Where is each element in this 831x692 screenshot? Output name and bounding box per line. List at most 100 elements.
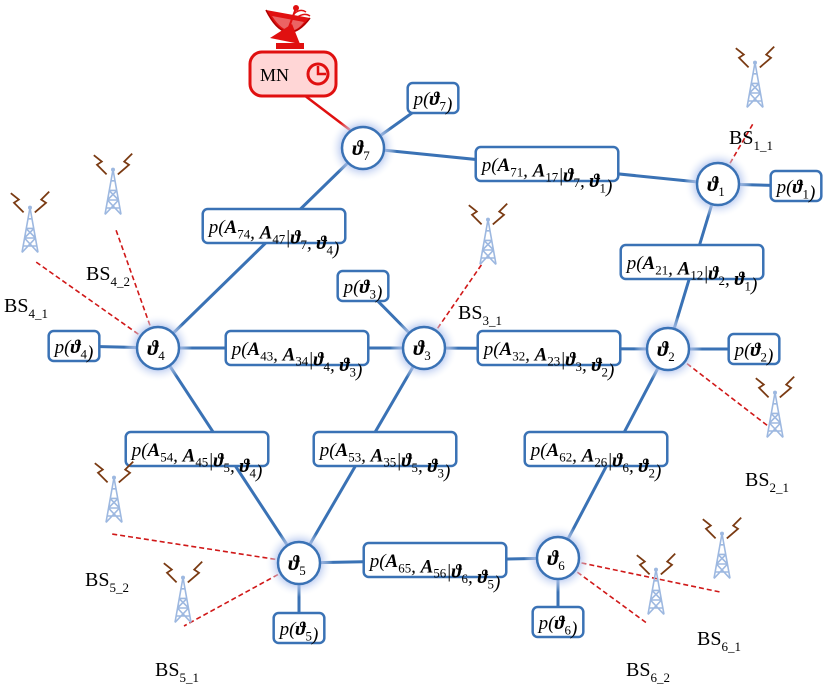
node-circle <box>135 325 181 371</box>
prior-box <box>531 605 585 639</box>
base-station-bs11: BS1_1 <box>729 45 776 153</box>
node-7: ϑ7 <box>329 114 397 182</box>
base-station-bs52: BS5_2 <box>85 460 135 595</box>
node-1: ϑ1 <box>684 150 752 218</box>
base-station-bs62: BS6_2 <box>626 552 677 685</box>
prior-box <box>47 329 101 363</box>
node-circle <box>695 161 741 207</box>
tower-icon <box>162 560 204 624</box>
prior-box <box>727 332 781 366</box>
node-3: ϑ3 <box>390 314 458 382</box>
bs-label: BS1_1 <box>729 127 773 153</box>
base-station-bs31: BS3_1 <box>458 202 509 328</box>
factor-label: p(A74, A47|ϑ7, ϑ4) <box>207 217 340 259</box>
factor-label: p(A65, A56|ϑ6, ϑ5) <box>368 551 501 593</box>
prior-3: p(ϑ3) <box>336 269 390 303</box>
factor-box <box>523 430 669 468</box>
prior-5: p(ϑ5) <box>272 611 326 645</box>
factor-label: p(A54, A45|ϑ5, ϑ4) <box>130 440 263 482</box>
node-4: ϑ4 <box>124 314 192 382</box>
factor-label: p(A71, A17|ϑ7, ϑ1) <box>480 155 613 197</box>
node-2: ϑ2 <box>634 315 702 383</box>
node-label: ϑ1 <box>707 172 725 199</box>
factor-box <box>474 145 620 183</box>
base-station-bs42: BS4_2 <box>86 152 134 289</box>
base-station-bs41: BS4_1 <box>4 190 51 321</box>
tower-icon <box>701 516 743 580</box>
tower-icon <box>467 202 509 266</box>
factor-box <box>362 541 508 579</box>
factor-f74: p(A74, A47|ϑ7, ϑ4) <box>201 207 347 259</box>
tower-icon <box>754 375 796 439</box>
prior-7: p(ϑ7) <box>406 81 460 115</box>
tower-icon <box>93 460 135 524</box>
prior-label: p(ϑ5) <box>278 619 319 645</box>
factor-f54: p(A54, A45|ϑ5, ϑ4) <box>124 430 270 482</box>
factor-f53: p(A53, A35|ϑ5, ϑ3) <box>312 430 458 482</box>
factor-label: p(A53, A35|ϑ5, ϑ3) <box>318 440 451 482</box>
prior-label: p(ϑ3) <box>342 277 383 303</box>
factor-label: p(A21, A12|ϑ2, ϑ1) <box>625 253 758 295</box>
factor-f43: p(A43, A34|ϑ4, ϑ3) <box>224 329 370 381</box>
factor-box <box>312 430 458 468</box>
node-label: ϑ6 <box>547 546 565 573</box>
bs-label: BS4_1 <box>4 295 48 321</box>
node-circle <box>401 325 447 371</box>
bs-link-bs21 <box>667 348 769 427</box>
factor-f71: p(A71, A17|ϑ7, ϑ1) <box>474 145 620 197</box>
factor-label: p(A32, A23|ϑ3, ϑ2) <box>482 339 615 381</box>
mn-box <box>248 50 338 98</box>
base-station-bs51: BS5_1 <box>155 560 204 685</box>
node-circle <box>645 326 691 372</box>
prior-boxes: p(ϑ1)p(ϑ2)p(ϑ3)p(ϑ4)p(ϑ5)p(ϑ6)p(ϑ7) <box>47 81 823 645</box>
factor-label: p(A43, A34|ϑ4, ϑ3) <box>230 339 363 381</box>
node-label: ϑ5 <box>288 551 306 578</box>
factor-f21: p(A21, A12|ϑ2, ϑ1) <box>619 243 765 295</box>
factor-boxes: p(A71, A17|ϑ7, ϑ1) p(A74, A47|ϑ7, ϑ4) p(A2… <box>124 145 765 593</box>
tower-icon <box>92 152 134 216</box>
node-circle <box>535 535 581 581</box>
prior-box <box>336 269 390 303</box>
factor-box <box>201 207 347 245</box>
node-label: ϑ7 <box>352 136 370 163</box>
factor-box <box>476 329 622 367</box>
prior-box <box>406 81 460 115</box>
prior-box <box>769 169 823 203</box>
prior-label: p(ϑ2) <box>733 340 774 366</box>
bs-label: BS5_2 <box>85 569 129 595</box>
prior-6: p(ϑ6) <box>531 605 585 639</box>
prior-2: p(ϑ2) <box>727 332 781 366</box>
base-station-bs61: BS6_1 <box>697 516 743 654</box>
mobile-node: MN <box>248 5 351 131</box>
node-6: ϑ6 <box>524 524 592 592</box>
mn-label: MN <box>260 65 289 85</box>
bs-label: BS6_2 <box>626 659 670 685</box>
base-station-bs21: BS2_1 <box>745 375 796 495</box>
prior-4: p(ϑ4) <box>47 329 101 363</box>
factor-label: p(A62, A26|ϑ6, ϑ2) <box>529 440 662 482</box>
prior-label: p(ϑ7) <box>412 89 453 115</box>
edge-f74 <box>156 146 365 350</box>
factor-f65: p(A65, A56|ϑ6, ϑ5) <box>362 541 508 593</box>
tower-icon <box>635 552 677 616</box>
node-circle <box>276 540 322 586</box>
node-circle <box>340 125 386 171</box>
bs-label: BS4_2 <box>86 263 130 289</box>
tower-icon <box>9 190 51 254</box>
bs-label: BS3_1 <box>458 302 502 328</box>
prior-label: p(ϑ4) <box>53 337 94 363</box>
factor-box <box>619 243 765 281</box>
bs-label: BS5_1 <box>155 659 199 685</box>
factor-box <box>124 430 270 468</box>
variable-nodes: ϑ1 ϑ2 ϑ3 ϑ4 ϑ5 ϑ6 ϑ7 <box>124 114 752 597</box>
node-label: ϑ4 <box>147 336 165 363</box>
prior-box <box>272 611 326 645</box>
prior-label: p(ϑ6) <box>537 613 578 639</box>
bs-label: BS6_1 <box>697 628 741 654</box>
bs-link-bs51 <box>183 562 300 627</box>
factor-f32: p(A32, A23|ϑ3, ϑ2) <box>476 329 622 381</box>
node-5: ϑ5 <box>265 529 333 597</box>
tower-icon <box>734 45 776 109</box>
